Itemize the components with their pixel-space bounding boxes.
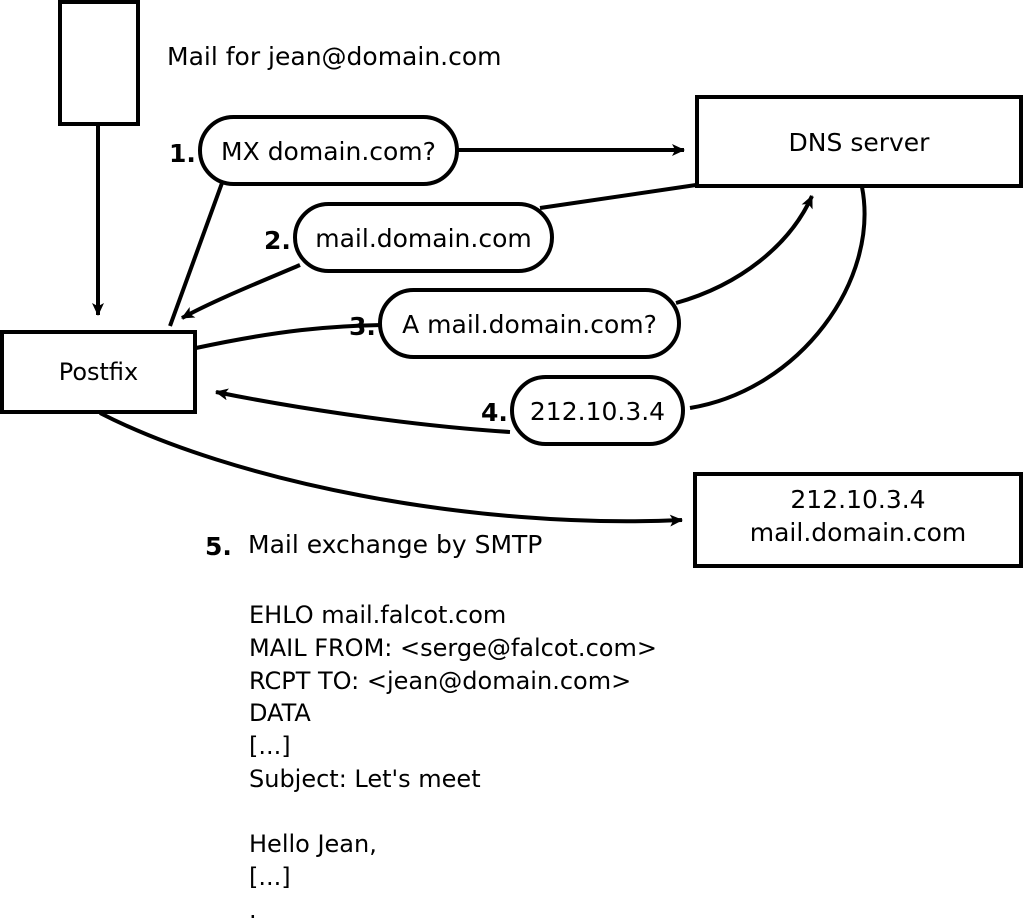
- step-2-number: 2.: [264, 226, 291, 255]
- step-3-number: 3.: [349, 312, 376, 341]
- node-mail-client: [58, 0, 140, 126]
- step-3-label: A mail.domain.com?: [402, 310, 657, 339]
- bubble-step-2: [293, 202, 554, 273]
- node-dns-server-label: DNS server: [788, 128, 930, 157]
- caption-mail-for: Mail for jean@domain.com: [167, 42, 502, 71]
- edge-step3-to-dns: [675, 195, 814, 305]
- edge-postfix-to-mailserver: [99, 411, 683, 527]
- node-postfix-label: Postfix: [58, 358, 139, 386]
- step-1-label: MX domain.com?: [221, 137, 436, 166]
- edge-dns-to-step4: [689, 186, 867, 410]
- step-2-label: mail.domain.com: [315, 224, 532, 253]
- bubble-step-4: [510, 375, 685, 446]
- step-5-label: Mail exchange by SMTP: [248, 530, 543, 559]
- edge-step4-to-postfix: [215, 388, 511, 434]
- edge-step2-to-postfix: [181, 263, 301, 320]
- bubble-step-3: [378, 288, 681, 359]
- node-mail-server-label-ip: 212.10.3.4: [790, 485, 926, 514]
- node-dns-server: [695, 95, 1023, 188]
- step-5-number: 5.: [205, 532, 232, 561]
- node-postfix: [0, 330, 197, 414]
- bubble-step-1: [198, 115, 459, 186]
- edge-dns-to-step2: [539, 183, 697, 210]
- step-4-number: 4.: [481, 398, 508, 427]
- node-mail-server-label-host: mail.domain.com: [749, 518, 967, 547]
- step-1-number: 1.: [169, 139, 196, 168]
- smtp-transcript: EHLO mail.falcot.com MAIL FROM: <serge@f…: [249, 601, 657, 919]
- edge-step1-to-postfix: [168, 182, 224, 327]
- edge-postfix-to-step3: [195, 323, 383, 350]
- step-4-label: 212.10.3.4: [529, 397, 666, 426]
- node-mail-server: [693, 472, 1023, 568]
